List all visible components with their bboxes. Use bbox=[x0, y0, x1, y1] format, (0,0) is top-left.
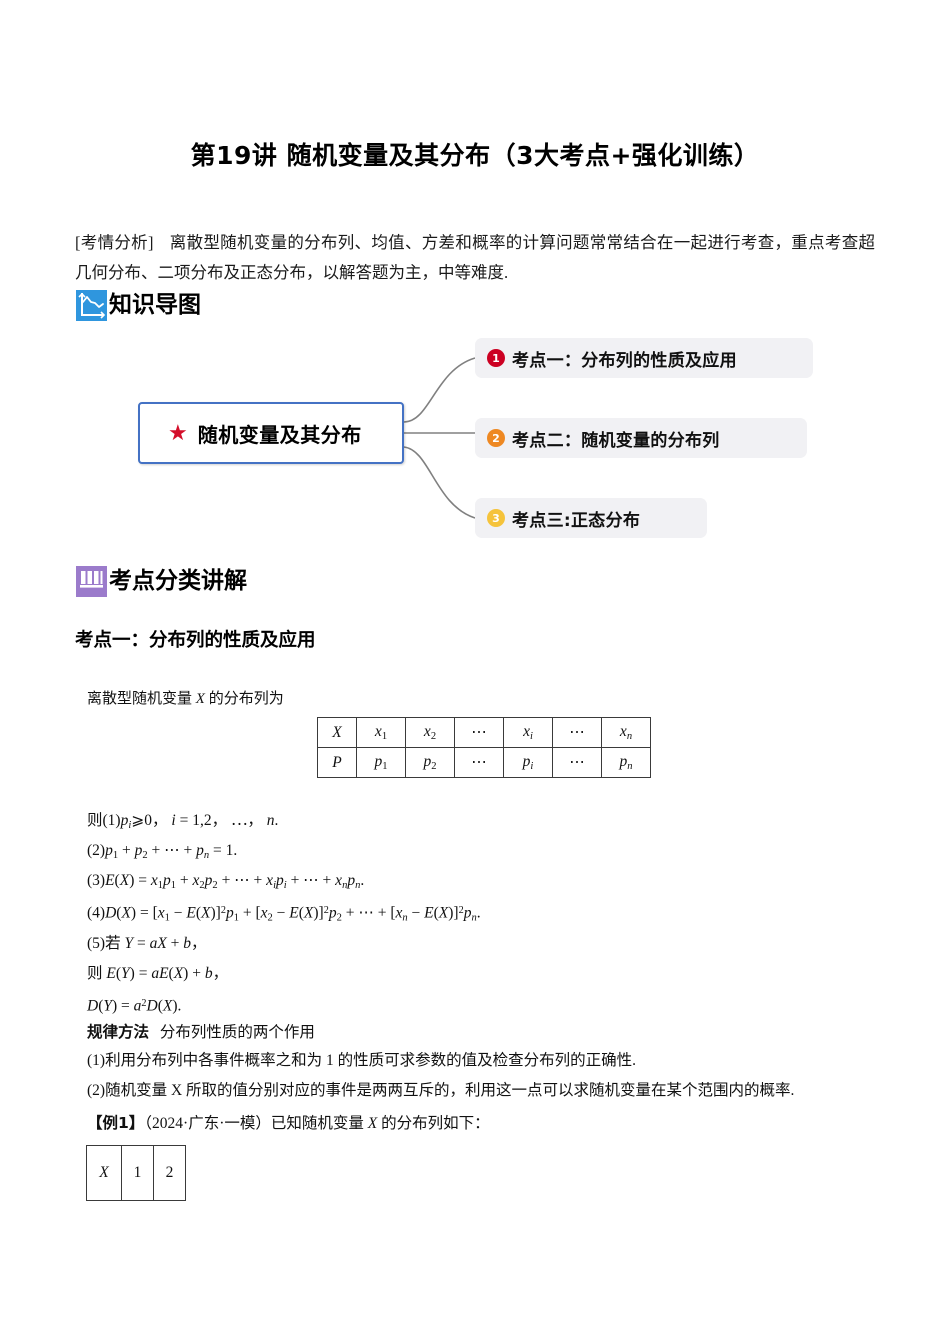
cell-x1: x1 bbox=[356, 717, 406, 748]
exam-analysis-tag: [考情分析] bbox=[75, 233, 154, 252]
cell-p-ellipsis-2: ⋯ bbox=[552, 747, 602, 778]
formula-line-2: (2)p1 + p2 + ⋯ + pn = 1. bbox=[87, 842, 238, 861]
cell-xi: xi bbox=[503, 717, 553, 748]
cell-x-ellipsis-2: ⋯ bbox=[552, 717, 602, 748]
badge-number-2: 2 bbox=[487, 429, 505, 447]
distribution-table: X x1 x2 ⋯ xi ⋯ xn P p1 p2 ⋯ pi ⋯ pn bbox=[317, 717, 651, 778]
formula-line-3: (3)E(X) = x1p1 + x2p2 + ⋯ + xipi + ⋯ + x… bbox=[87, 872, 365, 891]
mindmap-branch-1[interactable]: 1 考点一：分布列的性质及应用 bbox=[475, 338, 813, 378]
star-icon: ★ bbox=[168, 420, 188, 445]
formula-line-4: (4)D(X) = [x1 − E(X)]2p1 + [x2 − E(X)]2p… bbox=[87, 904, 481, 924]
mindmap-branch-3[interactable]: 3 考点三:正态分布 bbox=[475, 498, 707, 538]
table-row: X x1 x2 ⋯ xi ⋯ xn bbox=[317, 717, 651, 748]
cell-x-header: X bbox=[86, 1145, 122, 1201]
mindmap-branch-2[interactable]: 2 考点二：随机变量的分布列 bbox=[475, 418, 807, 458]
cell-xn: xn bbox=[601, 717, 651, 748]
rule-method-item-2: (2)随机变量 X 所取的值分别对应的事件是两两互斥的，利用这一点可以求随机变量… bbox=[87, 1082, 795, 1099]
table-row: X 1 2 bbox=[86, 1145, 186, 1201]
mind-map: ★ 随机变量及其分布 1 考点一：分布列的性质及应用 2 考点二：随机变量的分布… bbox=[130, 330, 850, 545]
cell-value-2: 2 bbox=[153, 1145, 186, 1201]
rule-method-title: 分布列性质的两个作用 bbox=[159, 1024, 315, 1041]
kaodian-1-heading: 考点一：分布列的性质及应用 bbox=[75, 630, 316, 651]
section-header-knowledge-map: 知识导图 bbox=[76, 290, 201, 321]
bar-chart-icon bbox=[76, 566, 107, 597]
section-label-classified-explanation: 考点分类讲解 bbox=[109, 568, 247, 594]
table-row: P p1 p2 ⋯ pi ⋯ pn bbox=[317, 747, 651, 778]
mind-map-connectors bbox=[403, 357, 476, 519]
cell-x2: x2 bbox=[405, 717, 455, 748]
cell-value-1: 1 bbox=[121, 1145, 154, 1201]
exam-analysis-paragraph: [考情分析]离散型随机变量的分布列、均值、方差和概率的计算问题常常结合在一起进行… bbox=[75, 228, 875, 288]
formula-line-5: (5)若 Y = aX + b， bbox=[87, 935, 207, 952]
mindmap-center-label: 随机变量及其分布 bbox=[197, 422, 362, 447]
formula-line-6: 则 E(Y) = aE(X) + b， bbox=[87, 965, 229, 982]
kaodian-1-lead-text: 离散型随机变量 X 的分布列为 bbox=[87, 691, 284, 707]
mindmap-branch-2-label: 考点二：随机变量的分布列 bbox=[512, 430, 720, 451]
example-1-line: 【例1】（2024·广东·一模）已知随机变量 X 的分布列如下： bbox=[87, 1114, 490, 1132]
cell-p1: p1 bbox=[356, 747, 406, 778]
mindmap-center-node[interactable]: ★ 随机变量及其分布 bbox=[138, 402, 404, 464]
cell-p-header: P bbox=[317, 747, 357, 778]
section-label-knowledge-map: 知识导图 bbox=[109, 292, 201, 318]
mindmap-branch-1-label: 考点一：分布列的性质及应用 bbox=[512, 350, 737, 371]
cell-x-ellipsis-1: ⋯ bbox=[454, 717, 504, 748]
badge-number-1: 1 bbox=[487, 349, 505, 367]
formula-line-1: 则(1)pi⩾0， i = 1,2， ⋯， n. bbox=[87, 812, 279, 831]
example-1-source: （2024·广东·一模） bbox=[144, 1115, 271, 1132]
cell-pn: pn bbox=[601, 747, 651, 778]
rule-method-item-1: (1)利用分布列中各事件概率之和为 1 的性质可求参数的值及检查分布列的正确性. bbox=[87, 1052, 636, 1069]
rule-method-label: 规律方法 bbox=[87, 1023, 150, 1041]
page-title: 第19讲 随机变量及其分布（3大考点+强化训练） bbox=[190, 141, 760, 170]
cell-x-header: X bbox=[317, 717, 357, 748]
rule-method-heading: 规律方法 分布列性质的两个作用 bbox=[87, 1021, 315, 1044]
formula-line-7: D(Y) = a2D(X). bbox=[87, 997, 182, 1015]
cell-p-ellipsis-1: ⋯ bbox=[454, 747, 504, 778]
exam-analysis-text: 离散型随机变量的分布列、均值、方差和概率的计算问题常常结合在一起进行考查，重点考… bbox=[75, 233, 875, 282]
cell-p2: p2 bbox=[405, 747, 455, 778]
example-1-table: X 1 2 bbox=[86, 1145, 186, 1201]
cell-pi: pi bbox=[503, 747, 553, 778]
example-1-label: 【例1】 bbox=[87, 1114, 145, 1132]
section-header-classified-explanation: 考点分类讲解 bbox=[76, 566, 247, 597]
mindmap-branch-3-label: 考点三:正态分布 bbox=[512, 510, 641, 531]
line-chart-icon bbox=[76, 290, 107, 321]
badge-number-3: 3 bbox=[487, 509, 505, 527]
